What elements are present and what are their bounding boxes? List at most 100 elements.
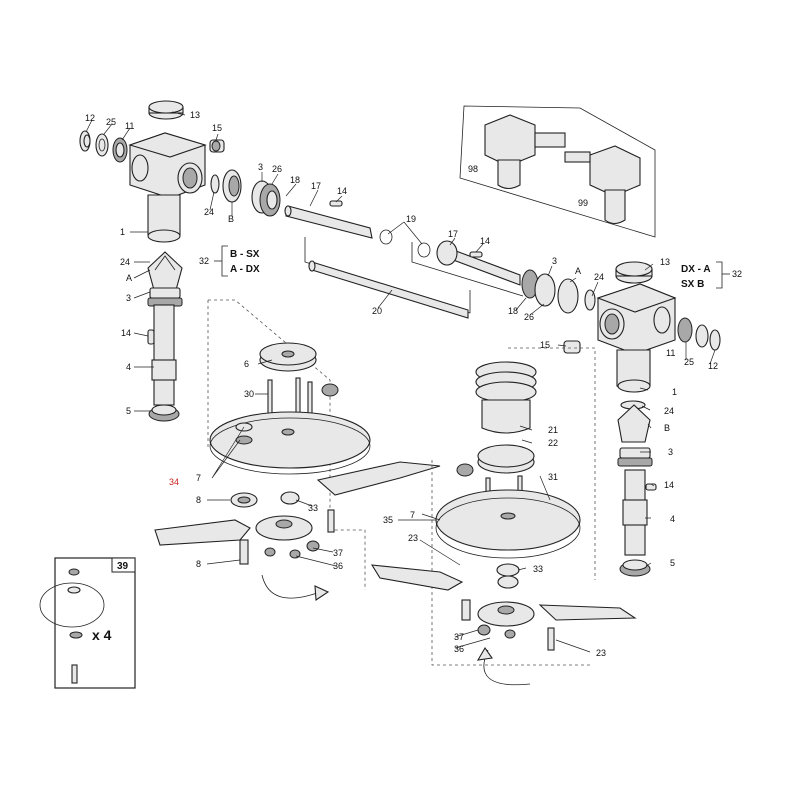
shaft-4-left (151, 304, 177, 406)
label-32-right: 32 (732, 269, 742, 279)
label-25-left: 25 (106, 117, 116, 127)
label-B-left: B (228, 214, 234, 224)
flange-7-left (255, 515, 313, 541)
label-3-left: 3 (258, 162, 263, 172)
key-14-right (469, 251, 483, 258)
oring-19-right (417, 242, 431, 258)
washer-33-left (280, 491, 300, 505)
label-13-right: 13 (660, 257, 670, 267)
label-11-right: 11 (666, 348, 675, 358)
blade-23-left (370, 564, 464, 591)
legend-bracket-left (214, 245, 228, 277)
label-33-right: 33 (533, 564, 543, 574)
label-37-right: 37 (454, 632, 464, 642)
legend-left-line2: A - DX (230, 264, 260, 275)
label-14-left: 14 (337, 186, 347, 196)
label-7-right: 7 (410, 510, 415, 520)
label-3-left-vert: 3 (126, 293, 131, 303)
label-24-right: 24 (594, 272, 604, 282)
right-gearbox-assembly (411, 240, 721, 577)
seal-25-left (95, 133, 109, 157)
nut-top-left (321, 383, 339, 397)
legend-bracket-right (716, 261, 730, 289)
label-7-left: 7 (196, 473, 201, 483)
left-gearbox-assembly (79, 100, 393, 422)
shaft-17-left (284, 205, 373, 239)
label-36-right: 36 (454, 644, 464, 654)
plug-15-left (209, 139, 225, 153)
right-blade-disc-assembly (370, 347, 637, 686)
legend-right-line1: DX - A (681, 264, 711, 275)
rotation-arrow-left (261, 574, 330, 601)
left-blade-disc-assembly (154, 299, 441, 601)
label-1-right: 1 (672, 387, 677, 397)
spacer-8 (230, 492, 258, 508)
label-23-left: 23 (408, 533, 418, 543)
bolt-lower-left (327, 509, 335, 533)
bearing-18-26-right (521, 269, 556, 307)
label-A-left: A (126, 273, 132, 283)
oring-19-left (379, 229, 393, 245)
bolt-8-left (239, 539, 249, 565)
bearing-11-25-right (677, 317, 709, 348)
label-33-left: 33 (308, 503, 318, 513)
ring-24-left (210, 174, 220, 194)
leader-lines (85, 111, 716, 653)
bearing-11-left (112, 137, 128, 163)
label-12-left: 12 (85, 113, 95, 123)
label-24-left: 24 (204, 207, 214, 217)
plug-15-right (563, 340, 581, 354)
label-37-left: 37 (333, 548, 343, 558)
label-36-left: 36 (333, 561, 343, 571)
label-1-left: 1 (120, 227, 125, 237)
nut-5-left (148, 404, 180, 422)
cap-13-right (615, 261, 653, 284)
label-B-right: B (664, 423, 670, 433)
bearing-12-right (709, 329, 721, 351)
bevel-gear-A-left (147, 251, 183, 291)
bolts-right-lower (461, 599, 555, 651)
label-21: 21 (548, 425, 558, 435)
cap-13-left (148, 100, 184, 120)
nuts-37-36-right (477, 624, 516, 639)
key-14-left (329, 200, 343, 207)
label-8-lower: 8 (196, 559, 201, 569)
label-5-right: 5 (670, 558, 675, 568)
bevel-gear-A-right (557, 278, 579, 314)
label-23-right: 23 (596, 648, 606, 658)
bevel-gear-B-right (617, 404, 651, 443)
label-3-right: 3 (552, 256, 557, 266)
drive-shaft-20 (304, 237, 471, 319)
bevel-gear-B-left (222, 169, 242, 203)
shaft-4-right (622, 469, 648, 556)
label-11-left: 11 (125, 121, 134, 131)
inset-box-98-99 (459, 105, 656, 238)
label-18-right: 18 (508, 306, 518, 316)
blade-8-right (316, 461, 441, 496)
label-24-left-vert: 24 (120, 257, 130, 267)
label-5-left: 5 (126, 406, 131, 416)
label-x4: x 4 (92, 627, 112, 643)
bearing-3-26-left (251, 180, 281, 217)
label-30: 30 (244, 389, 254, 399)
belt-pulley-21 (475, 361, 537, 434)
label-13-left: 13 (190, 110, 200, 120)
label-14-right: 14 (480, 236, 490, 246)
shaft-17-right (436, 240, 521, 286)
label-19: 19 (406, 214, 416, 224)
nuts-37-36-left (264, 540, 320, 559)
label-18-left: 18 (290, 175, 300, 185)
label-4-right: 4 (670, 514, 675, 524)
label-14-left-vert: 14 (121, 328, 131, 338)
label-34: 34 (169, 477, 179, 487)
hub-6 (259, 342, 317, 372)
part-labels: 12 25 11 13 15 3 26 18 17 14 24 B 1 24 A… (85, 110, 742, 658)
label-99: 99 (578, 198, 588, 208)
label-98: 98 (468, 164, 478, 174)
label-15-right: 15 (540, 340, 550, 350)
label-12-right: 12 (708, 361, 718, 371)
label-17-right: 17 (448, 229, 458, 239)
label-35: 35 (383, 515, 393, 525)
